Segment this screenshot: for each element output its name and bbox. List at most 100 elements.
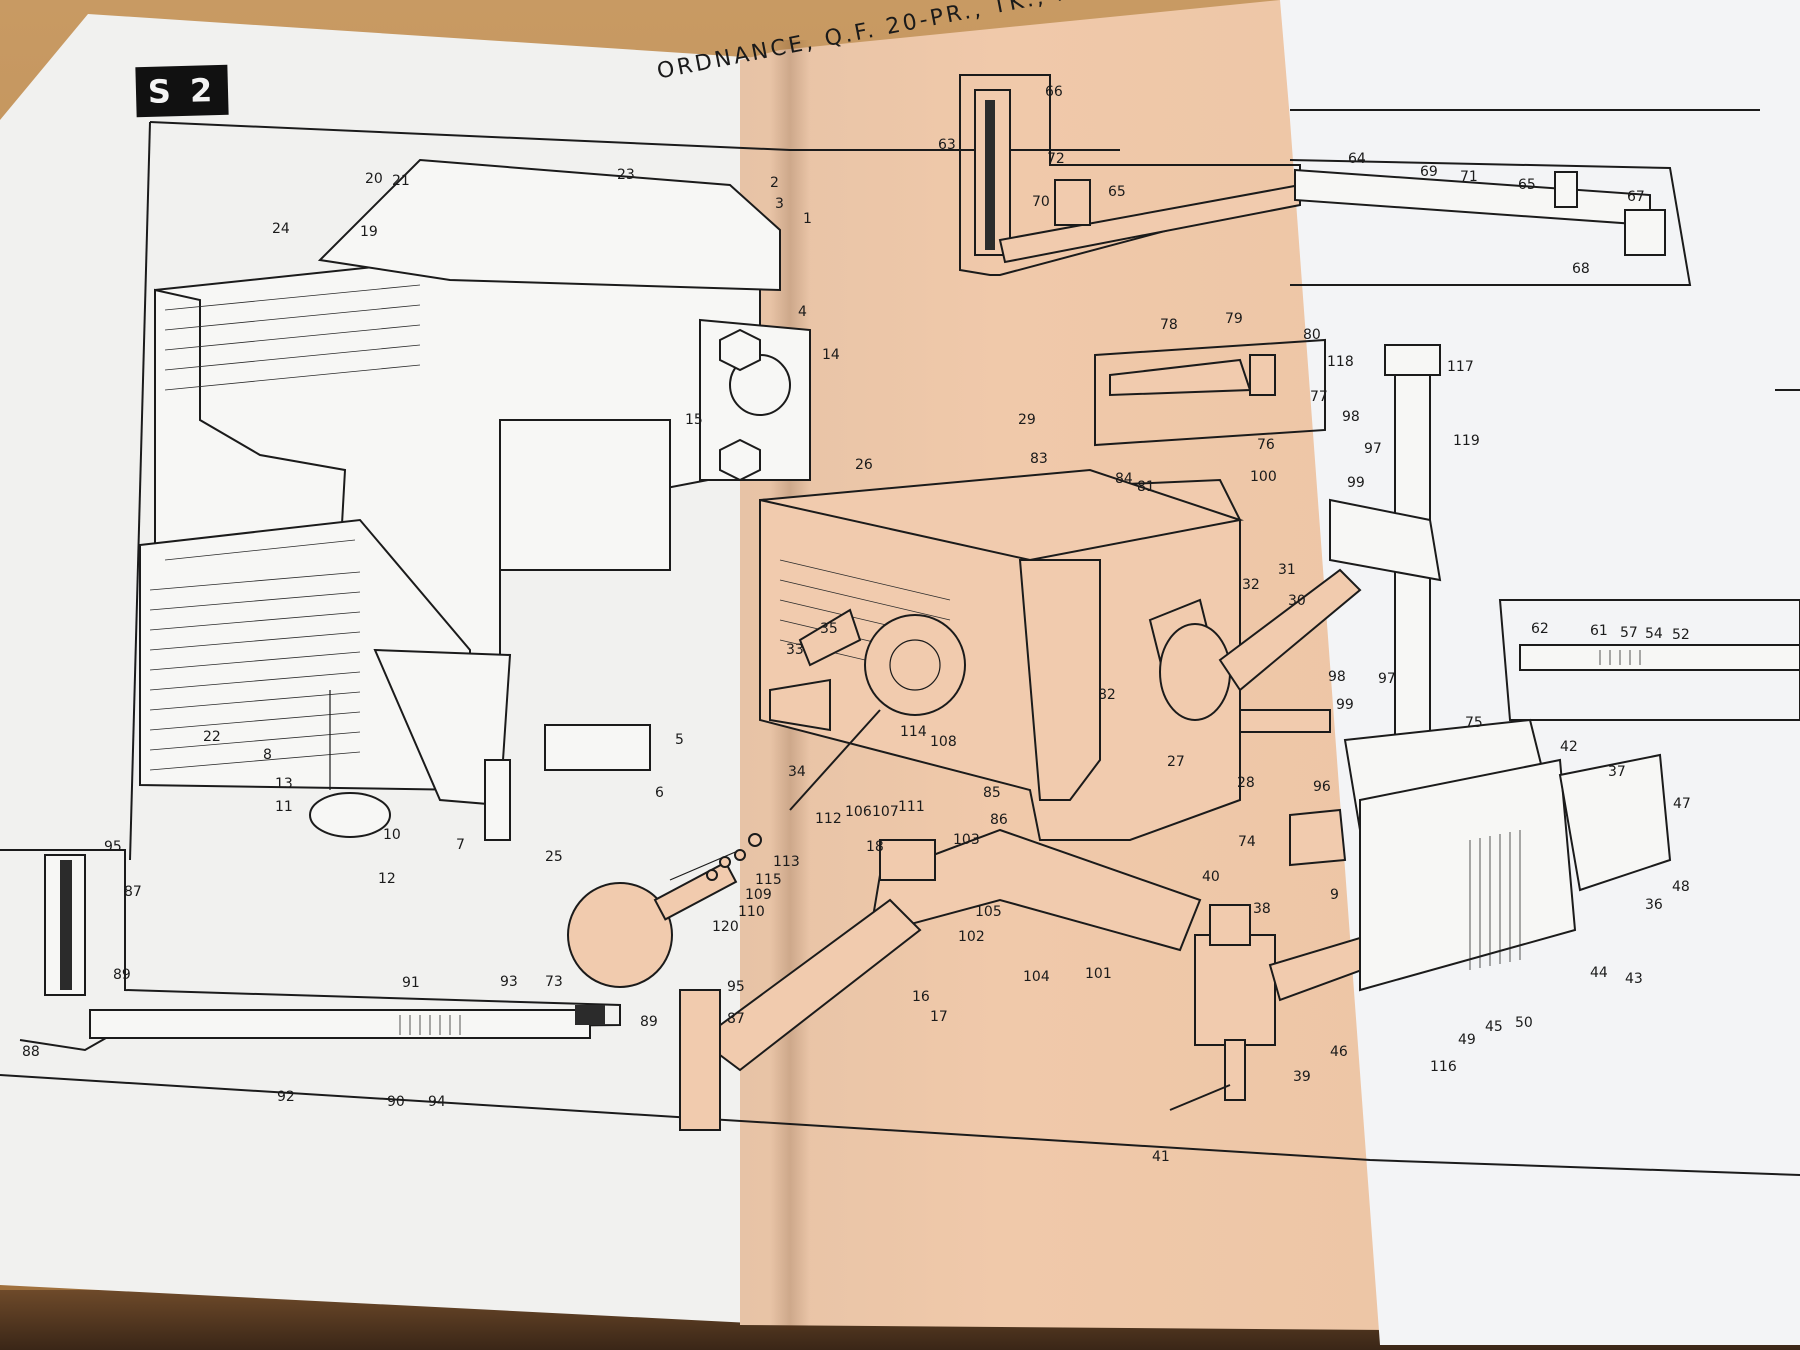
- part-callout: 74: [1238, 834, 1256, 850]
- part-callout: 33: [786, 642, 804, 658]
- frame-bottom-line: [0, 1074, 1800, 1176]
- part-callout: 90: [387, 1094, 405, 1110]
- part-callout: 17: [930, 1009, 948, 1025]
- part-callout: 118: [1327, 354, 1354, 370]
- part-callout: 81: [1137, 479, 1155, 495]
- part-callout: 22: [203, 729, 221, 745]
- part-callout: 113: [773, 854, 800, 870]
- part-callout: 75: [1465, 715, 1483, 731]
- inset-lever-drawing: [1094, 338, 1326, 447]
- part-callout: 18: [866, 839, 884, 855]
- part-callout: 67: [1627, 189, 1645, 205]
- part-callout: 103: [953, 832, 980, 848]
- part-callout: 52: [1672, 627, 1690, 643]
- part-callout: 98: [1328, 669, 1346, 685]
- part-callout: 12: [378, 871, 396, 887]
- part-callout: 19: [360, 224, 378, 240]
- part-callout: 84: [1115, 471, 1133, 487]
- part-callout: 89: [113, 967, 131, 983]
- part-callout: 61: [1590, 623, 1608, 639]
- part-callout: 28: [1237, 775, 1255, 791]
- part-callout: 6: [655, 785, 664, 801]
- breech-ring-drawing: [139, 158, 811, 841]
- part-callout: 41: [1152, 1149, 1170, 1165]
- part-callout: 101: [1085, 966, 1112, 982]
- part-callout: 95: [104, 839, 122, 855]
- part-callout: 5: [675, 732, 684, 748]
- part-callout: 14: [822, 347, 840, 363]
- part-callout: 112: [815, 811, 842, 827]
- part-callout: 15: [685, 412, 703, 428]
- part-callout: 30: [1288, 593, 1306, 609]
- part-callout: 47: [1673, 796, 1691, 812]
- part-callout: 31: [1278, 562, 1296, 578]
- part-callout: 88: [22, 1044, 40, 1060]
- part-callout: 98: [1342, 409, 1360, 425]
- part-callout: 1: [803, 211, 812, 227]
- part-callout: 94: [428, 1094, 446, 1110]
- part-callout: 120: [712, 919, 739, 935]
- part-callout: 23: [617, 167, 635, 183]
- part-callout: 49: [1458, 1032, 1476, 1048]
- part-callout: 45: [1485, 1019, 1503, 1035]
- part-callout: 82: [1098, 687, 1116, 703]
- part-callout: 44: [1590, 965, 1608, 981]
- part-callout: 4: [798, 304, 807, 320]
- part-callout: 85: [983, 785, 1001, 801]
- part-callout: 99: [1347, 475, 1365, 491]
- part-callout: 91: [402, 975, 420, 991]
- part-callout: 100: [1250, 469, 1277, 485]
- part-callout: 119: [1453, 433, 1480, 449]
- part-callout: 37: [1608, 764, 1626, 780]
- part-callout: 34: [788, 764, 806, 780]
- part-callout: 93: [500, 974, 518, 990]
- part-callout: 116: [1430, 1059, 1457, 1075]
- part-callout: 111: [898, 799, 925, 815]
- part-callout: 77: [1310, 389, 1328, 405]
- part-callout: 9: [1330, 887, 1339, 903]
- part-callout: 16: [912, 989, 930, 1005]
- part-callout: 76: [1257, 437, 1275, 453]
- part-callout: 115: [755, 872, 782, 888]
- part-callout: 92: [277, 1089, 295, 1105]
- part-callout: 110: [738, 904, 765, 920]
- part-callout: 117: [1447, 359, 1474, 375]
- part-callout: 95: [727, 979, 745, 995]
- part-callout: 24: [272, 221, 290, 237]
- part-callout: 50: [1515, 1015, 1533, 1031]
- part-callout: 38: [1253, 901, 1271, 917]
- part-callout: 29: [1018, 412, 1036, 428]
- part-callout: 72: [1047, 151, 1065, 167]
- part-callout: 40: [1202, 869, 1220, 885]
- breech-mechanism-drawing: [759, 468, 1362, 867]
- part-callout: 96: [1313, 779, 1331, 795]
- part-callout: 69: [1420, 164, 1438, 180]
- firing-spring-drawing: [567, 833, 762, 988]
- part-callout: 97: [1378, 671, 1396, 687]
- part-callout: 105: [975, 904, 1002, 920]
- inset-plunger-drawing: [0, 849, 621, 1052]
- part-callout: 57: [1620, 625, 1638, 641]
- part-callout: 80: [1303, 327, 1321, 343]
- part-callout: 107: [872, 804, 899, 820]
- part-callout: 3: [775, 196, 784, 212]
- operating-arm-drawing: [679, 828, 1432, 1131]
- part-callout: 89: [640, 1014, 658, 1030]
- part-callout: 97: [1364, 441, 1382, 457]
- part-callout: 66: [1045, 84, 1063, 100]
- part-callout: 36: [1645, 897, 1663, 913]
- part-callout: 87: [124, 884, 142, 900]
- part-callout: 108: [930, 734, 957, 750]
- part-callout: 48: [1672, 879, 1690, 895]
- part-callout: 68: [1572, 261, 1590, 277]
- part-callout: 65: [1108, 184, 1126, 200]
- part-callout: 78: [1160, 317, 1178, 333]
- part-callout: 21: [392, 173, 410, 189]
- part-callout: 42: [1560, 739, 1578, 755]
- part-callout: 26: [855, 457, 873, 473]
- part-callout: 8: [263, 747, 272, 763]
- part-callout: 25: [545, 849, 563, 865]
- part-callout: 104: [1023, 969, 1050, 985]
